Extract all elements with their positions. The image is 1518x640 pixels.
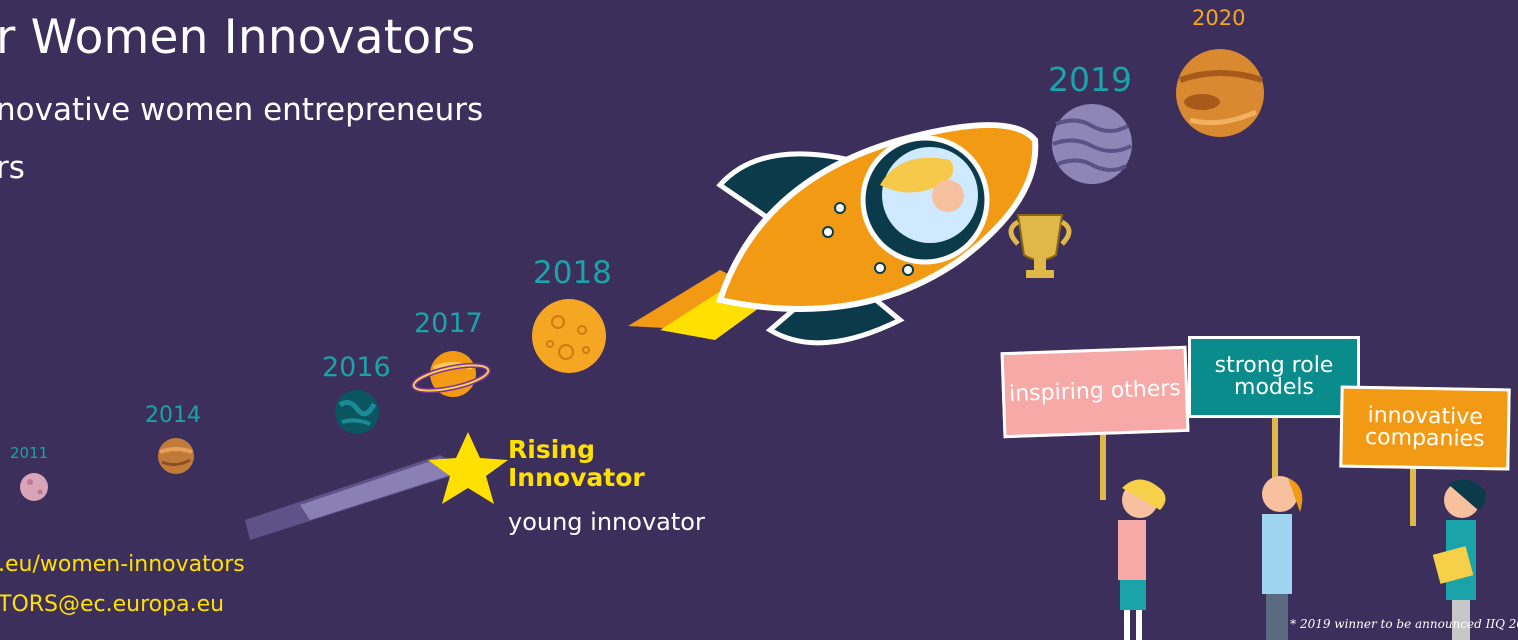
page-title: r Women Innovators [0, 10, 476, 65]
footnote: * 2019 winner to be announced IIQ 20 [1290, 617, 1518, 631]
rising-innovator-title: Rising Innovator [508, 435, 645, 492]
year-label-2020: 2020 [1192, 6, 1246, 30]
subtitle-line-2: rs [0, 150, 25, 186]
subtitle-line-1: novative women entrepreneurs [0, 92, 484, 128]
website-link[interactable]: .eu/women-innovators [0, 552, 245, 577]
planet-2018-icon [532, 299, 606, 373]
sign-strong-role-models: strong role models [1188, 336, 1360, 418]
year-label-2018: 2018 [533, 255, 612, 291]
year-label-2016: 2016 [322, 352, 391, 383]
email-link[interactable]: TORS@ec.europa.eu [0, 592, 225, 617]
rocket-illustration [628, 122, 1072, 346]
planet-2019-icon [1052, 104, 1132, 184]
rising-innovator-subtitle: young innovator [508, 508, 705, 536]
year-label-2014: 2014 [145, 403, 201, 428]
year-label-2017: 2017 [414, 308, 483, 339]
sign-inspiring-others: inspiring others [1000, 345, 1190, 439]
planet-2014-icon [158, 438, 194, 474]
star-icon [428, 432, 508, 504]
people-illustration [1100, 416, 1486, 640]
planet-2011-icon [20, 473, 48, 501]
trophy-icon [1008, 214, 1072, 278]
sign-innovative-companies: innovative companies [1339, 385, 1511, 471]
planet-2020-icon [1176, 49, 1264, 137]
year-label-2019: 2019 [1048, 60, 1132, 99]
planet-2017-icon [411, 351, 491, 397]
year-label-2011: 2011 [10, 444, 49, 462]
